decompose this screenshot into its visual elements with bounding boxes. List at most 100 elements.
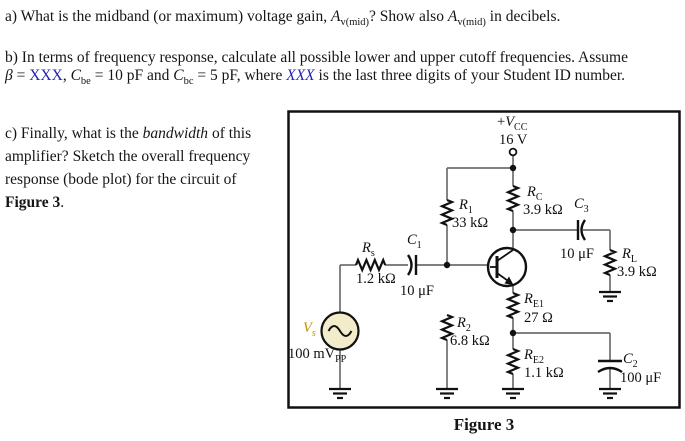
r2-subscript: 2 [465,322,471,334]
resistor-r1 [439,198,455,227]
question-a: a) What is the midband (or maximum) volt… [5,8,561,29]
re1-subscript: E1 [532,298,544,310]
xxx-placeholder-1: XXX [29,67,63,84]
question-a-text: a) What is the midband (or maximum) volt… [5,8,331,25]
question-c-line4: Figure 3. [5,191,297,214]
vcc-subscript: CC [514,121,528,133]
period: . [60,194,65,211]
r1-label: R1 [459,197,473,216]
vcc-label: +VCC [497,114,528,133]
vs-label: Vs [303,320,316,339]
beta-symbol: β [5,67,13,84]
rc-label: RC [527,184,543,203]
rl-symbol: R [622,246,631,262]
xxx-placeholder-2: XXX [286,67,315,84]
c1-subscript: 1 [416,239,422,251]
av-mid-symbol: A [331,8,341,25]
equals: = [12,67,30,84]
rs-value: 1.2 kΩ [356,271,396,287]
comma: , [62,67,71,84]
capacitor-c1 [406,254,418,276]
c3-symbol: C [574,196,584,212]
question-b-line2: β = XXX, Cbe = 10 pF and Cbc = 5 pF, whe… [5,67,628,88]
question-c-text1c: of this [208,125,252,142]
c2-subscript: 2 [632,358,638,370]
vs-subscript: s [311,327,316,339]
question-c: c) Finally, what is the bandwidth of thi… [5,122,297,214]
re1-value: 27 Ω [524,310,553,326]
vs-value-main: 100 mV [288,346,336,362]
resistor-re1 [505,291,521,320]
c2-value: 100 μF [620,370,662,386]
figure3-bold-ref: Figure 3 [5,194,61,211]
c3-subscript: 3 [583,203,589,215]
c1-value: 10 μF [400,283,434,299]
c1-symbol: C [407,232,417,248]
rl-subscript: L [630,253,637,265]
junction-dots [443,164,517,337]
cbc-subscript: bc [183,76,194,88]
r2-symbol: R [457,315,466,331]
c2-label: C2 [623,351,638,370]
resistor-rl [602,248,618,277]
rl-value: 3.9 kΩ [617,264,657,280]
r1-subscript: 1 [467,204,473,216]
rs-subscript: s [370,247,375,259]
ground-rl [599,290,621,303]
c2-symbol: C [623,351,633,367]
ground-re2 [502,387,524,400]
question-b-line1: b) In terms of frequency response, calcu… [5,49,628,66]
cbe-symbol: C [70,67,81,84]
c3-value: 10 μF [560,246,594,262]
npn-transistor [486,246,528,288]
r2-label: R2 [457,315,471,334]
question-c-line1: c) Finally, what is the bandwidth of thi… [5,122,297,145]
question-c-text1: c) Finally, what is the [5,125,143,142]
resistor-rc [505,184,521,213]
question-b: b) In terms of frequency response, calcu… [5,49,628,88]
figure-caption: Figure 3 [453,415,515,434]
av-mid-subscript2: v(mid) [457,17,486,29]
av-mid-symbol2: A [447,8,458,25]
rc-value: 3.9 kΩ [523,202,563,218]
rs-symbol: R [362,240,371,256]
cbc-symbol: C [173,67,184,84]
vs-value-subscript: PP [335,353,347,365]
vcc-terminal [508,147,518,157]
ground-r2 [436,387,458,400]
sine-wave-icon [327,325,353,337]
ground-c2 [599,387,621,400]
rc-symbol: R [527,184,536,200]
question-b-text4: = 5 pF, where [193,67,287,84]
capacitor-c3 [576,219,587,241]
r1-symbol: R [459,197,468,213]
figure-border [287,110,681,409]
rs-label: Rs [362,240,375,259]
question-b-text5: is the last three digits of your Student… [314,67,626,84]
rc-subscript: C [535,191,543,203]
re1-label: RE1 [524,291,544,310]
r1-value: 33 kΩ [452,215,489,231]
plus-sign: + [497,114,506,130]
question-c-line2: amplifier? Sketch the overall frequency [5,148,251,165]
ground-vs [329,387,351,400]
question-a-text3: in decibels. [485,8,561,25]
vs-symbol: V [303,320,312,336]
question-b-text3: = 10 pF and [90,67,174,84]
question-c-line3: response (bode plot) for the circuit of [5,171,237,188]
re2-value: 1.1 kΩ [524,365,564,381]
r2-value: 6.8 kΩ [450,333,490,349]
av-mid-subscript: v(mid) [340,17,370,29]
c1-label: C1 [407,232,422,251]
re2-label: RE2 [524,347,544,366]
ac-source-vs [320,311,360,351]
re2-symbol: R [524,347,533,363]
vcc-symbol: V [505,114,515,130]
re2-subscript: E2 [532,354,544,366]
c3-label: C3 [574,196,589,215]
emitter-arrow [504,276,514,285]
capacitor-c2 [597,359,623,374]
question-a-text2: ? Show also [369,8,448,25]
